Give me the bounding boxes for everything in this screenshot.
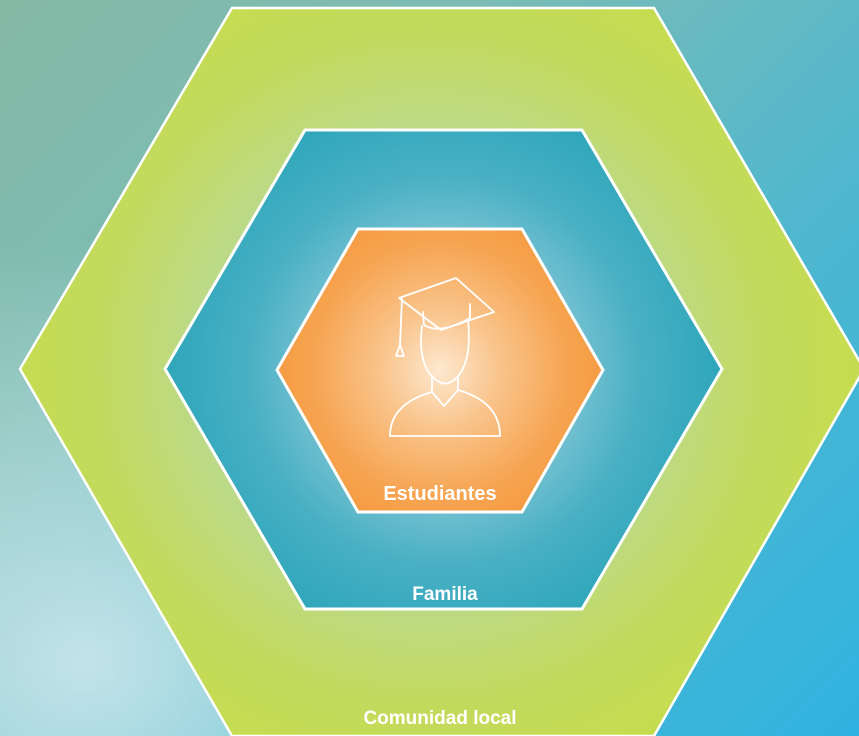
inner-hexagon [275, 227, 605, 514]
label-familia: Familia [412, 584, 478, 605]
label-comunidad-local: Comunidad local [363, 708, 516, 729]
label-estudiantes: Estudiantes [383, 483, 496, 505]
graduate-student-icon [389, 277, 501, 437]
